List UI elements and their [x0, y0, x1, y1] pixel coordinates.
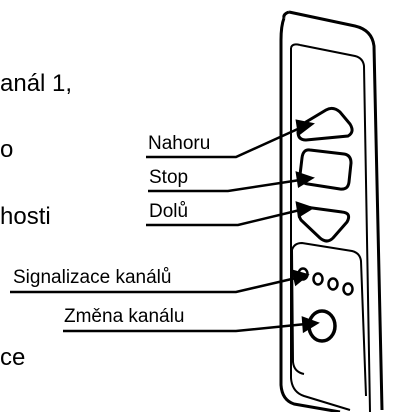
label-channel-indicator: Signalizace kanálů — [13, 267, 172, 288]
remote-body — [279, 10, 384, 412]
cropped-text-line-2: o — [0, 136, 14, 163]
cropped-text-line-3: hosti — [0, 203, 51, 230]
label-up: Nahoru — [148, 133, 211, 154]
label-stop: Stop — [149, 167, 189, 188]
cropped-text-line-1: anál 1, — [0, 70, 73, 97]
up-button — [296, 106, 354, 142]
label-down: Dolů — [149, 201, 189, 222]
cropped-text-line-4: ce — [0, 344, 26, 371]
stop-button — [298, 148, 353, 191]
label-channel-change: Změna kanálu — [64, 306, 185, 327]
channel-indicator-leds — [297, 267, 354, 296]
